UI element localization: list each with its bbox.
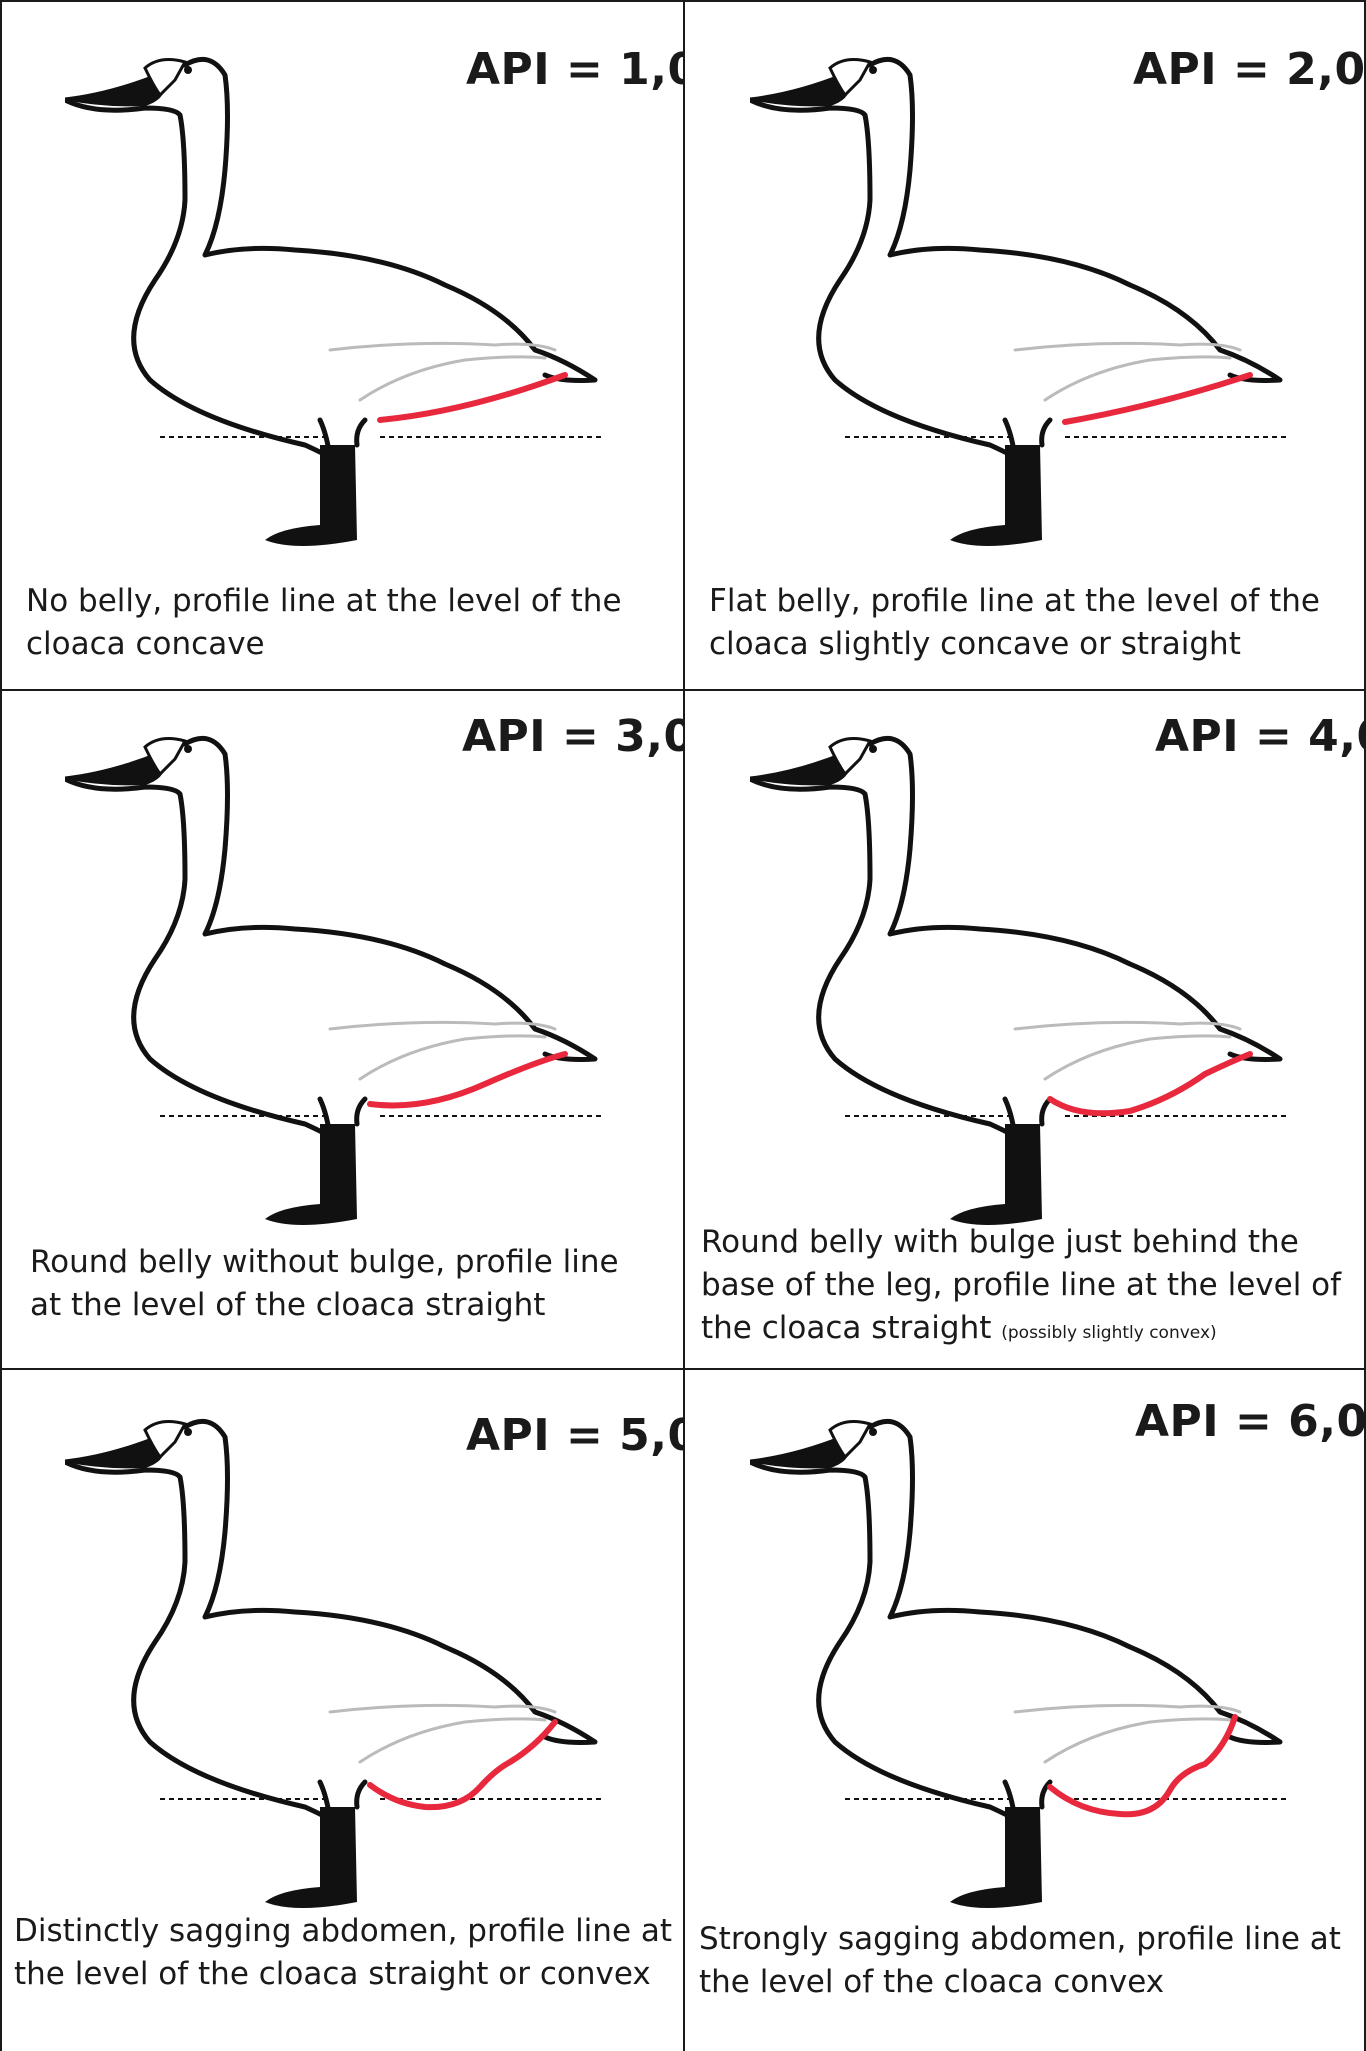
goose-illustration [750, 1402, 1320, 1912]
api-description: Flat belly, profile line at the level of… [709, 580, 1320, 666]
description-line: the cloaca straight (possibly slightly c… [701, 1307, 1341, 1355]
api-cell-3: API = 3,0 Round belly without bulge, pro… [0, 691, 683, 1368]
api-cell-2: API = 2,0 Flat belly, profile line at th… [685, 0, 1366, 689]
description-line: cloaca concave [26, 623, 622, 666]
description-note: (possibly slightly convex) [1001, 1323, 1216, 1343]
description-line-text: the cloaca straight [701, 1310, 1001, 1346]
api-description: No belly, profile line at the level of t… [26, 580, 622, 666]
api-description: Strongly sagging abdomen, profile line a… [699, 1918, 1341, 2004]
belly-profile-line [370, 1722, 555, 1807]
api-cell-1: API = 1,0 No belly, profile line at the … [0, 0, 683, 689]
belly-profile-line [1065, 375, 1250, 422]
api-cell-5: API = 5,0 Distinctly sagging abdomen, pr… [0, 1370, 683, 2051]
description-line: base of the leg, profile line at the lev… [701, 1264, 1341, 1307]
goose-illustration [65, 719, 635, 1229]
description-line: Round belly with bulge just behind the [701, 1221, 1341, 1264]
api-score-label: API = 4,0 [1155, 711, 1366, 762]
belly-profile-line [370, 1054, 565, 1105]
belly-profile-line [380, 375, 565, 420]
api-score-label: API = 5,0 [466, 1410, 683, 1461]
description-line: cloaca slightly concave or straight [709, 623, 1320, 666]
goose-illustration [65, 1402, 635, 1912]
description-line: No belly, profile line at the level of t… [26, 580, 622, 623]
description-line: Distinctly sagging abdomen, profile line… [14, 1910, 672, 1953]
api-description: Distinctly sagging abdomen, profile line… [14, 1910, 672, 1996]
goose-illustration [750, 719, 1320, 1229]
api-cell-4: API = 4,0 Round belly with bulge just be… [685, 691, 1366, 1368]
api-score-label: API = 6,0 [1135, 1396, 1366, 1447]
goose-illustration [65, 40, 635, 550]
description-line: at the level of the cloaca straight [30, 1284, 619, 1327]
api-score-label: API = 1,0 [466, 44, 683, 95]
api-description: Round belly without bulge, profile line … [30, 1241, 619, 1327]
api-cell-6: API = 6,0 Strongly sagging abdomen, prof… [685, 1370, 1366, 2051]
belly-profile-line [1050, 1054, 1250, 1113]
description-line: Strongly sagging abdomen, profile line a… [699, 1918, 1341, 1961]
description-line: the level of the cloaca straight or conv… [14, 1953, 672, 1996]
api-score-label: API = 2,0 [1133, 44, 1366, 95]
description-line: the level of the cloaca convex [699, 1961, 1341, 2004]
api-score-label: API = 3,0 [462, 711, 683, 762]
description-line: Flat belly, profile line at the level of… [709, 580, 1320, 623]
api-description: Round belly with bulge just behind the b… [701, 1221, 1341, 1355]
description-line: Round belly without bulge, profile line [30, 1241, 619, 1284]
goose-illustration [750, 40, 1320, 550]
